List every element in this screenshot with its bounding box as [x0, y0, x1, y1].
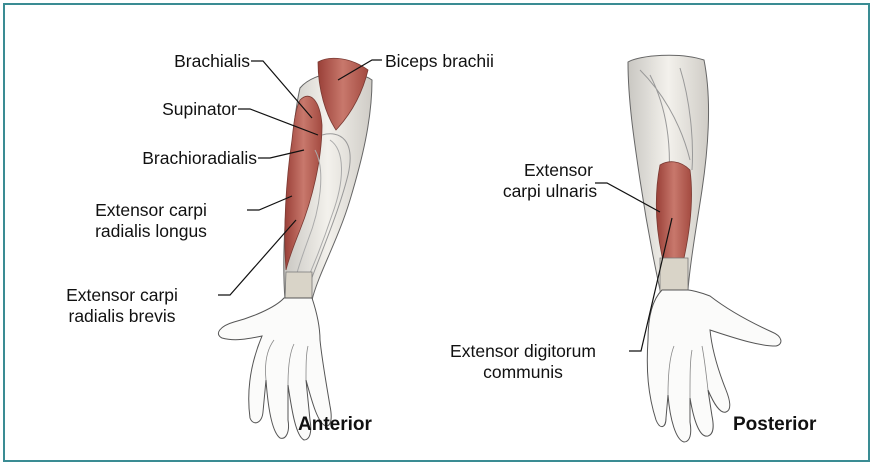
label-extensor-digitorum-communis: Extensor digitorum communis [418, 341, 628, 383]
label-biceps-brachii: Biceps brachii [385, 51, 494, 72]
label-extensor-carpi-radialis-longus: Extensor carpi radialis longus [60, 200, 242, 242]
label-ecrl-line1: Extensor carpi [60, 200, 242, 221]
label-extensor-carpi-ulnaris: Extensor carpi ulnaris [470, 160, 630, 202]
label-ecu-line1: Extensor [470, 160, 630, 181]
label-ecrl-line2: radialis longus [60, 221, 242, 242]
label-ecrb-line1: Extensor carpi [28, 285, 216, 306]
anterior-arm [218, 58, 372, 440]
posterior-arm [628, 55, 781, 442]
label-edc-line1: Extensor digitorum [418, 341, 628, 362]
label-ecrb-line2: radialis brevis [28, 306, 216, 327]
label-posterior: Posterior [733, 414, 816, 436]
label-brachioradialis: Brachioradialis [60, 148, 257, 169]
label-extensor-carpi-radialis-brevis: Extensor carpi radialis brevis [28, 285, 216, 327]
label-edc-line2: communis [418, 362, 628, 383]
label-ecu-line2: carpi ulnaris [470, 181, 630, 202]
label-brachialis: Brachialis [100, 51, 250, 72]
label-supinator: Supinator [85, 99, 237, 120]
label-anterior: Anterior [298, 414, 372, 436]
